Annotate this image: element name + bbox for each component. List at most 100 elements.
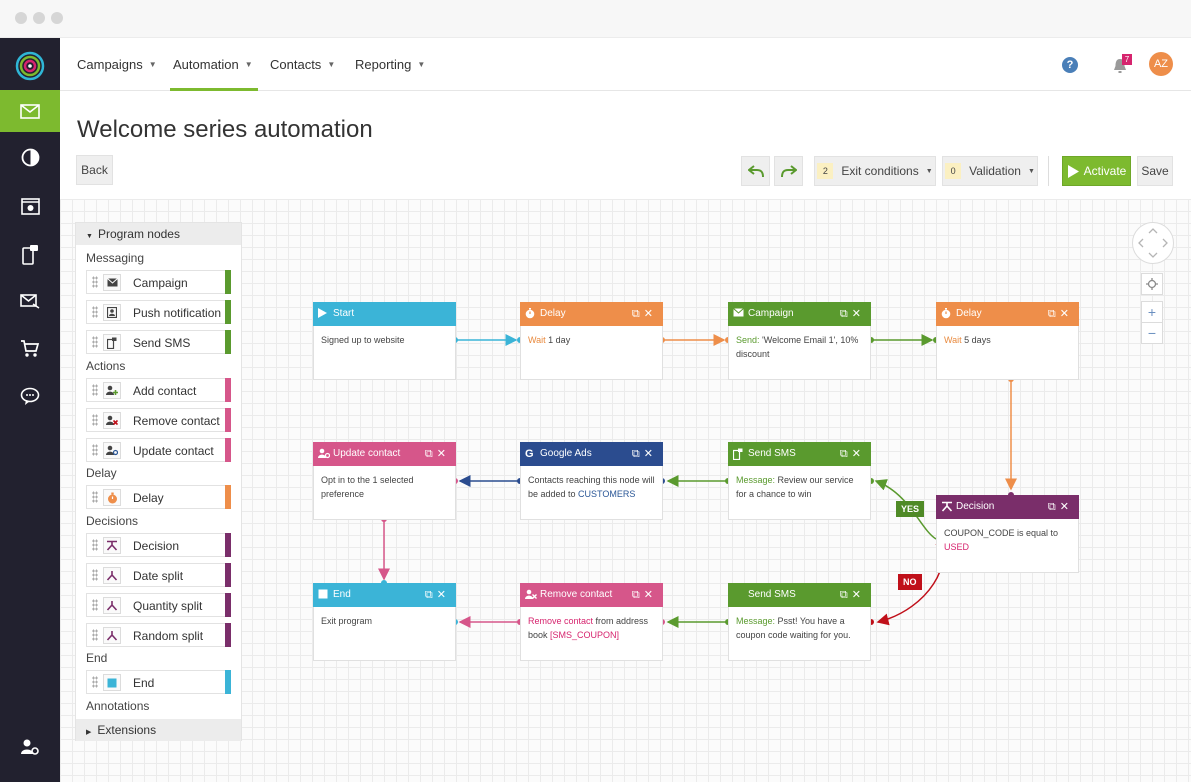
undo-button[interactable] (741, 156, 770, 186)
copy-icon[interactable]: ⧉ (631, 448, 644, 460)
palette-item-date-split[interactable]: Date split (86, 563, 231, 587)
pan-control[interactable] (1132, 222, 1174, 264)
palette-header[interactable]: ▼Program nodes (76, 223, 241, 245)
palette-item-remove-contact[interactable]: Remove contact (86, 408, 231, 432)
close-icon[interactable]: ✕ (643, 448, 657, 460)
copy-icon[interactable]: ⧉ (1047, 501, 1060, 513)
node-decision[interactable]: Decision ⧉✕ COUPON_CODE is equal to USED (936, 495, 1079, 573)
copy-icon[interactable]: ⧉ (839, 308, 852, 320)
drag-handle-icon[interactable] (92, 444, 98, 456)
automation-canvas[interactable]: ▼Program nodes Messaging Campaign Push n… (60, 199, 1191, 782)
palette-item-campaign[interactable]: Campaign (86, 270, 231, 294)
palette-item-delay[interactable]: Delay (86, 485, 231, 509)
notifications-bell-icon[interactable]: 7 (1113, 54, 1133, 75)
drag-handle-icon[interactable] (92, 384, 98, 396)
copy-icon[interactable]: ⧉ (631, 308, 644, 320)
node-remove-contact[interactable]: Remove contact ⧉✕ Remove contact from ad… (520, 583, 663, 661)
close-icon[interactable]: ✕ (436, 448, 450, 460)
nav-landing-pages-icon[interactable] (0, 185, 60, 227)
node-header[interactable]: Campaign ⧉✕ (728, 302, 871, 326)
activate-button[interactable]: Activate (1062, 156, 1131, 186)
node-delay-2[interactable]: Delay ⧉✕ Wait 5 days (936, 302, 1079, 380)
branch-no-label[interactable]: NO (898, 574, 922, 590)
nav-sms-icon[interactable] (0, 233, 60, 275)
palette-item-quantity-split[interactable]: Quantity split (86, 593, 231, 617)
help-icon[interactable]: ? (1062, 57, 1078, 73)
node-header[interactable]: Send SMS ⧉✕ (728, 583, 871, 607)
window-maximize-dot[interactable] (51, 12, 63, 24)
palette-item-push-notification[interactable]: Push notification (86, 300, 231, 324)
drag-handle-icon[interactable] (92, 491, 98, 503)
node-header[interactable]: Start (313, 302, 456, 326)
copy-icon[interactable]: ⧉ (424, 589, 437, 601)
nav-email-icon[interactable] (0, 90, 60, 132)
nav-chat-icon[interactable] (0, 375, 60, 417)
menu-automation[interactable]: Automation▼ (170, 38, 258, 91)
palette-item-update-contact[interactable]: Update contact (86, 438, 231, 462)
drag-handle-icon[interactable] (92, 276, 98, 288)
node-header[interactable]: Decision ⧉✕ (936, 495, 1079, 519)
validation-dropdown[interactable]: 0 Validation ▼ (942, 156, 1038, 186)
menu-reporting[interactable]: Reporting▼ (355, 57, 426, 72)
palette-item-random-split[interactable]: Random split (86, 623, 231, 647)
nav-user-settings-icon[interactable] (0, 726, 60, 768)
node-start[interactable]: Start Signed up to website (313, 302, 456, 380)
nav-automation-mail-icon[interactable] (0, 279, 60, 321)
branch-yes-label[interactable]: YES (896, 501, 925, 517)
node-send-sms-1[interactable]: Send SMS ⧉✕ Message: Review our service … (728, 442, 871, 520)
close-icon[interactable]: ✕ (851, 589, 865, 601)
close-icon[interactable]: ✕ (851, 308, 865, 320)
drag-handle-icon[interactable] (92, 569, 98, 581)
palette-item-send-sms[interactable]: Send SMS (86, 330, 231, 354)
nav-ecommerce-cart-icon[interactable] (0, 327, 60, 369)
drag-handle-icon[interactable] (92, 539, 98, 551)
close-icon[interactable]: ✕ (1059, 308, 1073, 320)
node-update-contact[interactable]: Update contact ⧉✕ Opt in to the 1 select… (313, 442, 456, 520)
fit-to-screen-button[interactable] (1141, 273, 1163, 295)
node-delay-1[interactable]: Delay ⧉✕ Wait 1 day (520, 302, 663, 380)
nav-reports-pie-icon[interactable] (0, 136, 60, 178)
app-logo[interactable] (15, 51, 45, 81)
palette-item-decision[interactable]: Decision (86, 533, 231, 557)
palette-item-add-contact[interactable]: Add contact (86, 378, 231, 402)
copy-icon[interactable]: ⧉ (424, 448, 437, 460)
drag-handle-icon[interactable] (92, 306, 98, 318)
close-icon[interactable]: ✕ (643, 589, 657, 601)
window-close-dot[interactable] (15, 12, 27, 24)
close-icon[interactable]: ✕ (643, 308, 657, 320)
extensions-panel-header[interactable]: ▶Extensions (76, 719, 241, 741)
node-header[interactable]: Update contact ⧉✕ (313, 442, 456, 466)
node-header[interactable]: End ⧉✕ (313, 583, 456, 607)
save-button[interactable]: Save (1137, 156, 1173, 186)
menu-campaigns[interactable]: Campaigns▼ (77, 57, 157, 72)
copy-icon[interactable]: ⧉ (631, 589, 644, 601)
copy-icon[interactable]: ⧉ (1047, 308, 1060, 320)
close-icon[interactable]: ✕ (436, 589, 450, 601)
menu-contacts[interactable]: Contacts▼ (270, 57, 336, 72)
palette-item-end[interactable]: End (86, 670, 231, 694)
node-campaign[interactable]: Campaign ⧉✕ Send: 'Welcome Email 1', 10%… (728, 302, 871, 380)
back-button[interactable]: Back (76, 155, 113, 185)
redo-button[interactable] (774, 156, 803, 186)
drag-handle-icon[interactable] (92, 676, 98, 688)
close-icon[interactable]: ✕ (851, 448, 865, 460)
node-header[interactable]: Delay ⧉✕ (520, 302, 663, 326)
node-google-ads[interactable]: G Google Ads ⧉✕ Contacts reaching this n… (520, 442, 663, 520)
copy-icon[interactable]: ⧉ (839, 589, 852, 601)
node-header[interactable]: G Google Ads ⧉✕ (520, 442, 663, 466)
node-header[interactable]: Send SMS ⧉✕ (728, 442, 871, 466)
section-annotations[interactable]: Annotations (86, 699, 150, 713)
node-end[interactable]: End ⧉✕ Exit program (313, 583, 456, 661)
zoom-out-button[interactable]: − (1141, 322, 1163, 344)
node-header[interactable]: Delay ⧉✕ (936, 302, 1079, 326)
drag-handle-icon[interactable] (92, 336, 98, 348)
window-minimize-dot[interactable] (33, 12, 45, 24)
copy-icon[interactable]: ⧉ (839, 448, 852, 460)
close-icon[interactable]: ✕ (1059, 501, 1073, 513)
user-avatar[interactable]: AZ (1149, 52, 1173, 76)
drag-handle-icon[interactable] (92, 414, 98, 426)
node-header[interactable]: Remove contact ⧉✕ (520, 583, 663, 607)
exit-conditions-dropdown[interactable]: 2 Exit conditions ▼ (814, 156, 936, 186)
drag-handle-icon[interactable] (92, 599, 98, 611)
node-send-sms-2[interactable]: Send SMS ⧉✕ Message: Psst! You have a co… (728, 583, 871, 661)
